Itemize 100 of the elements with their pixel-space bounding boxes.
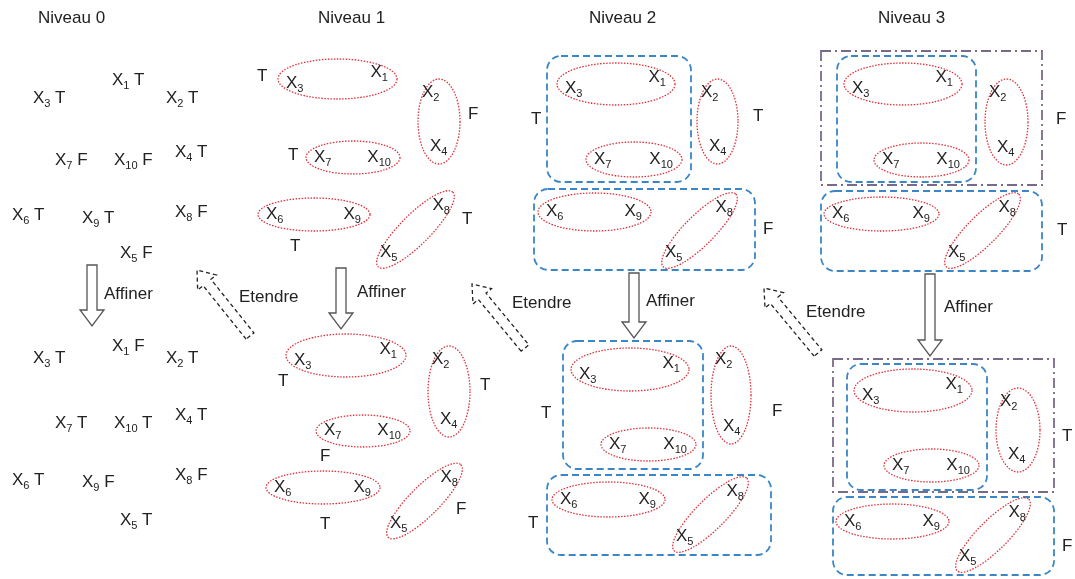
truth-value: F <box>763 219 774 239</box>
cluster-box <box>533 188 756 271</box>
variable-group <box>585 141 683 178</box>
truth-value: F <box>772 401 783 421</box>
edge-label: Affiner <box>944 297 993 317</box>
variable-label: X$_{4}$ <box>440 409 458 429</box>
variable-group <box>873 142 970 178</box>
truth-value: T <box>278 371 289 391</box>
variable-value: X$_{7}$ T <box>55 413 88 433</box>
truth-value: T <box>531 109 542 129</box>
truth-value: T <box>288 145 299 165</box>
truth-value: F <box>468 104 479 124</box>
step-label: Etendre <box>512 293 572 313</box>
variable-label: X$_{6}$ <box>546 201 564 221</box>
variable-value: X$_{9}$ T <box>82 208 115 228</box>
variable-group <box>265 470 381 505</box>
variable-group <box>835 503 950 540</box>
variable-label: X$_{4}$ <box>709 136 727 156</box>
variable-label: X$_{7}$ <box>594 148 612 169</box>
variable-label: X$_{2}$ <box>422 82 440 102</box>
variable-label: X$_{2}$ <box>989 82 1007 102</box>
truth-value: T <box>753 106 764 126</box>
variable-label: X$_{2}$ <box>432 349 450 369</box>
variable-value: X$_{1}$ T <box>112 70 145 90</box>
variable-label: X$_{9}$ <box>912 203 930 223</box>
variable-group <box>710 345 752 445</box>
variable-group <box>853 368 973 413</box>
truth-value: T <box>1057 220 1068 240</box>
variable-label: X$_{8}$ <box>998 197 1016 217</box>
step-label: Etendre <box>806 302 866 322</box>
block-arrow <box>620 272 648 340</box>
variable-group <box>376 190 455 269</box>
variable-label: X$_{6}$ <box>266 203 284 224</box>
variable-group <box>277 58 398 100</box>
truth-value: T <box>462 209 473 229</box>
level-title: Niveau 3 <box>878 8 946 28</box>
variable-label: X$_{3}$ <box>862 384 880 405</box>
variable-label: X$_{1}$ <box>379 338 397 359</box>
variable-group <box>600 427 697 462</box>
variable-label: X$_{1}$ <box>648 67 666 87</box>
truth-value: F <box>1062 536 1073 556</box>
variable-value: X$_{1}$ F <box>112 336 145 356</box>
variable-value: X$_{2}$ T <box>166 348 199 368</box>
variable-label: X$_{8}$ <box>726 481 744 501</box>
variable-label: X$_{1}$ <box>945 373 963 394</box>
variable-group <box>551 481 666 518</box>
variable-group <box>661 192 738 269</box>
truth-value: T <box>480 375 491 395</box>
cluster-box <box>820 50 1043 186</box>
truth-value: T <box>541 403 552 423</box>
variable-value: X$_{6}$ T <box>12 470 45 490</box>
truth-value: T <box>257 66 268 86</box>
variable-group <box>984 78 1029 166</box>
variable-label: X$_{8}$ <box>432 195 450 215</box>
variable-label: X$_{3}$ <box>565 78 583 98</box>
variable-group <box>883 448 980 483</box>
cluster-box <box>546 55 692 183</box>
variable-group <box>823 196 940 232</box>
variable-value: X$_{4}$ T <box>175 142 208 162</box>
variable-label: X$_{10}$ <box>936 149 960 169</box>
variable-value: X$_{10}$ T <box>114 413 153 433</box>
variable-label: X$_{5}$ <box>665 242 683 262</box>
variable-label: X$_{2}$ <box>701 82 719 102</box>
variable-value: X$_{5}$ T <box>120 510 153 530</box>
variable-group <box>995 387 1041 473</box>
variable-label: X$_{5}$ <box>380 242 398 262</box>
variable-label: X$_{3}$ <box>852 78 870 98</box>
variable-label: X$_{4}$ <box>1008 444 1026 464</box>
variable-label: X$_{7}$ <box>609 433 627 454</box>
variable-label: X$_{5}$ <box>676 526 694 546</box>
variable-label: X$_{9}$ <box>922 510 940 531</box>
variable-group <box>696 78 739 165</box>
variable-value: X$_{3}$ T <box>33 348 66 368</box>
variable-group <box>944 192 1021 269</box>
variable-label: X$_{5}$ <box>959 546 977 566</box>
variable-label: X$_{9}$ <box>353 476 371 497</box>
variable-label: X$_{7}$ <box>324 420 342 440</box>
variable-value: X$_{8}$ F <box>175 465 208 485</box>
level-title: Niveau 1 <box>318 8 386 28</box>
variable-label: X$_{10}$ <box>367 146 391 167</box>
variable-label: X$_{3}$ <box>294 349 312 370</box>
variable-label: X$_{1}$ <box>370 62 388 82</box>
cluster-box <box>836 55 977 183</box>
variable-label: X$_{1}$ <box>935 67 953 87</box>
variable-label: X$_{10}$ <box>663 433 687 454</box>
variable-group <box>305 140 401 175</box>
variable-label: X$_{9}$ <box>624 201 642 221</box>
variable-group <box>570 347 690 392</box>
truth-value: T <box>1062 426 1073 446</box>
variable-value: X$_{7}$ F <box>55 150 88 170</box>
variable-label: X$_{7}$ <box>882 149 900 169</box>
cluster-box <box>820 190 1043 272</box>
variable-label: X$_{7}$ <box>892 454 910 475</box>
variable-label: X$_{1}$ <box>662 352 680 373</box>
variable-label: X$_{3}$ <box>579 363 597 384</box>
truth-value: T <box>290 236 301 256</box>
variable-group <box>315 414 411 448</box>
variable-group <box>556 62 676 106</box>
variable-label: X$_{6}$ <box>274 476 292 497</box>
variable-label: X$_{4}$ <box>997 137 1015 157</box>
